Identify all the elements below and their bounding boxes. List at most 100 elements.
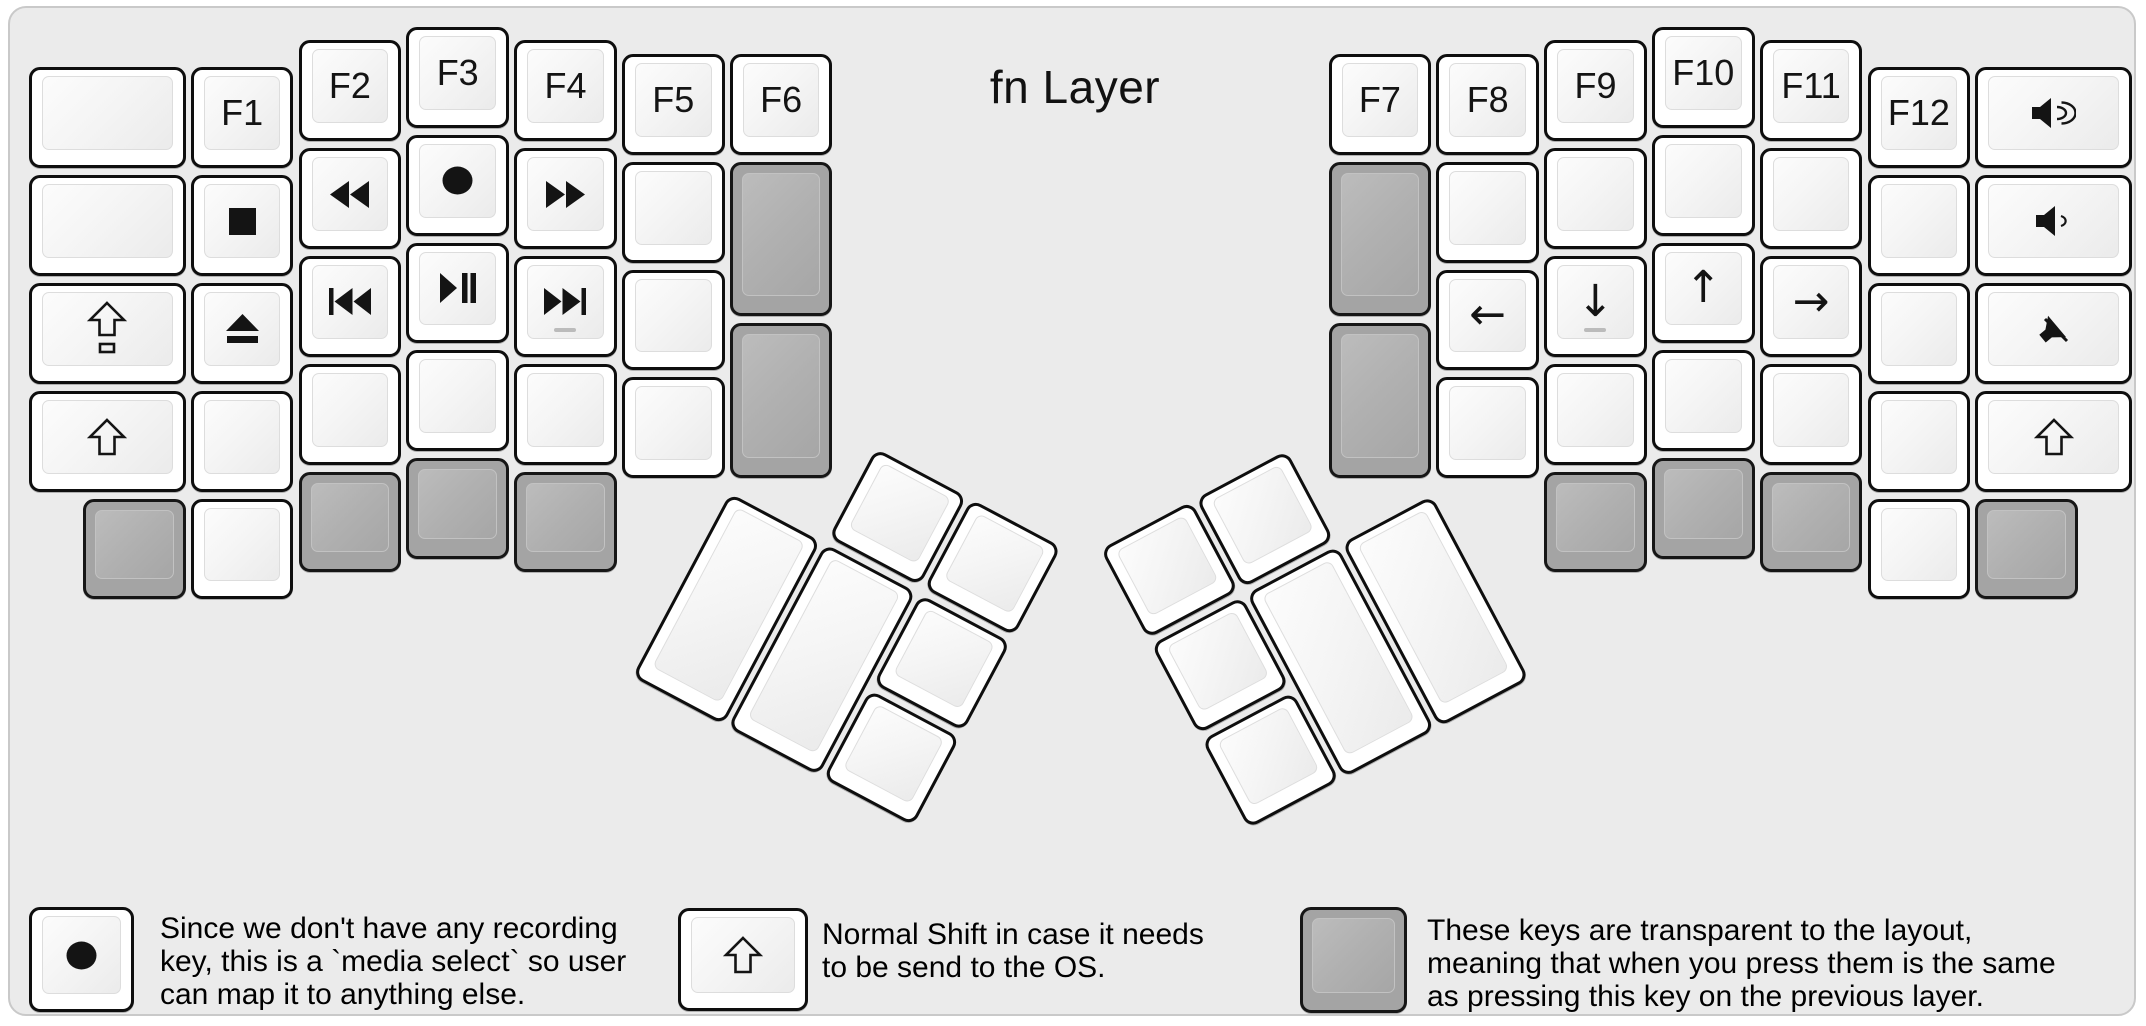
keytop	[311, 372, 389, 447]
caps-lock-icon	[87, 301, 128, 357]
key-f4[interactable]: F4	[514, 40, 617, 142]
keytop	[527, 157, 604, 232]
key-f9[interactable]: F9	[1544, 40, 1647, 142]
key-blank[interactable]	[621, 269, 725, 371]
key-blank[interactable]	[1651, 350, 1755, 452]
legend-text-line: can map it to anything else.	[160, 978, 526, 1011]
key-label: F4	[544, 65, 587, 107]
key-f12[interactable]: F12	[1867, 67, 1971, 169]
stop-icon	[228, 207, 256, 235]
key-f3[interactable]: F3	[406, 27, 510, 128]
key-blank[interactable]	[621, 161, 725, 263]
key-transparent[interactable]	[729, 323, 833, 479]
key-blank[interactable]	[190, 498, 294, 600]
key-next-track[interactable]	[514, 256, 617, 357]
shift-icon	[2033, 417, 2074, 456]
record-icon	[442, 166, 473, 195]
key-f1[interactable]: F1	[190, 67, 294, 169]
key-blank[interactable]	[1436, 377, 1540, 479]
keytop	[42, 399, 173, 474]
legend-text-line: as pressing this key on the previous lay…	[1427, 980, 1984, 1013]
key-transparent[interactable]	[82, 498, 186, 600]
key-label: F7	[1358, 78, 1401, 120]
key-transparent[interactable]	[1759, 471, 1863, 573]
key-shift[interactable]	[29, 390, 186, 492]
key-blank[interactable]	[29, 67, 186, 169]
key-shift[interactable]	[1975, 390, 2132, 492]
key-f11[interactable]: F11	[1759, 40, 1863, 142]
key-blank[interactable]	[406, 350, 510, 452]
key-volume-down[interactable]	[1975, 175, 2132, 277]
key-blank[interactable]	[1867, 390, 1971, 492]
keytop	[1557, 372, 1634, 447]
keytop	[94, 509, 174, 580]
key-arrow-up[interactable]: ↑	[1651, 242, 1755, 344]
key-transparent[interactable]	[514, 471, 617, 573]
keytop	[634, 170, 712, 245]
key-blank[interactable]	[298, 363, 402, 465]
arrow-up-icon: ↑	[1684, 262, 1722, 314]
key-f5[interactable]: F5	[621, 53, 725, 155]
key-label: F2	[328, 65, 371, 107]
key-blank[interactable]	[1759, 148, 1863, 250]
keytop	[1557, 157, 1634, 232]
key-f2[interactable]: F2	[298, 40, 402, 142]
keytop	[527, 372, 604, 447]
key-fast-forward[interactable]	[514, 148, 617, 250]
keytop: F12	[1880, 76, 1958, 151]
key-blank[interactable]	[1436, 161, 1540, 263]
key-arrow-down[interactable]: ↓	[1544, 256, 1647, 357]
key-eject[interactable]	[190, 283, 294, 384]
keytop: F10	[1664, 36, 1742, 110]
key-f10[interactable]: F10	[1651, 27, 1755, 128]
key-blank[interactable]	[29, 175, 186, 277]
key-blank[interactable]	[1759, 363, 1863, 465]
key-transparent[interactable]	[1975, 498, 2079, 600]
key-blank[interactable]	[1544, 363, 1647, 465]
volume-up-icon	[2031, 97, 2076, 129]
keytop	[203, 399, 281, 474]
keytop	[42, 76, 173, 151]
key-transparent[interactable]	[729, 161, 833, 317]
key-blank[interactable]	[190, 390, 294, 492]
key-transparent[interactable]	[298, 471, 402, 573]
key-transparent[interactable]	[1651, 458, 1755, 559]
fast-forward-icon	[545, 180, 585, 208]
key-prev-track[interactable]	[298, 256, 402, 357]
key-transparent[interactable]	[1544, 471, 1647, 573]
key-blank[interactable]	[1544, 148, 1647, 250]
keytop	[1664, 143, 1742, 218]
key-blank[interactable]	[514, 363, 617, 465]
key-arrow-right[interactable]: →	[1759, 256, 1863, 357]
key-transparent[interactable]	[406, 458, 510, 559]
keytop	[1556, 482, 1635, 553]
legend-text-line: Since we don't have any recording	[160, 912, 618, 945]
key-play-pause[interactable]	[406, 242, 510, 344]
key-record[interactable]	[406, 134, 510, 236]
key-f6[interactable]: F6	[729, 53, 833, 155]
key-blank[interactable]	[1867, 498, 1971, 600]
keytop	[1340, 172, 1420, 297]
keytop	[418, 469, 498, 539]
keytop	[1312, 918, 1395, 993]
key-f7[interactable]: F7	[1328, 53, 1432, 155]
key-caps-lock[interactable]	[29, 283, 186, 384]
keytop: F2	[311, 49, 389, 124]
key-mute[interactable]	[1975, 283, 2132, 384]
key-arrow-left[interactable]: ←	[1436, 269, 1540, 371]
key-f8[interactable]: F8	[1436, 53, 1540, 155]
key-blank[interactable]	[1867, 175, 1971, 277]
keytop	[1340, 334, 1420, 459]
key-volume-up[interactable]	[1975, 67, 2132, 169]
keytop	[1988, 292, 2119, 366]
key-blank[interactable]	[1867, 283, 1971, 384]
keytop: →	[1772, 265, 1850, 339]
key-blank[interactable]	[621, 377, 725, 479]
key-transparent[interactable]	[1328, 323, 1432, 479]
keytop	[203, 507, 281, 582]
key-transparent[interactable]	[1328, 161, 1432, 317]
key-stop[interactable]	[190, 175, 294, 277]
key-rewind[interactable]	[298, 148, 402, 250]
key-blank[interactable]	[1651, 134, 1755, 236]
